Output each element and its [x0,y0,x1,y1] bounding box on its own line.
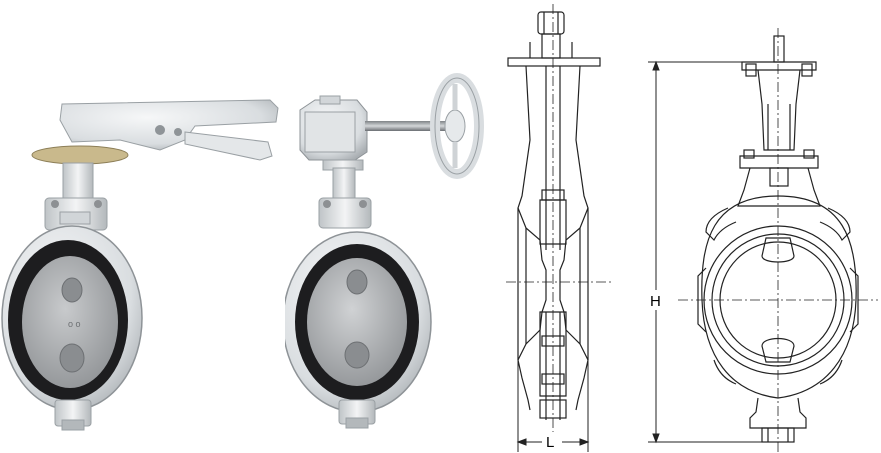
front-view-drawing: H [618,0,881,453]
lever-valve-photo: o o [0,0,285,453]
top-plate [31,145,129,165]
lever-handle [59,99,279,161]
valve-disc [22,256,118,388]
svg-text:o o: o o [68,319,81,329]
front-view-svg: H [648,28,878,452]
handwheel [430,73,484,179]
handwheel-shaft [365,121,450,131]
dimension-h [648,60,762,444]
gear-valve-photo [285,0,500,453]
valve-disc [307,258,407,386]
gearbox [299,95,368,161]
neck [62,162,94,204]
lever-valve-illustration: o o [1,99,279,431]
dimension-l [516,360,590,452]
neck [332,167,356,203]
dimension-h-label: H [650,293,661,310]
side-section-drawing: L [500,0,618,453]
side-section-svg: L [506,4,612,452]
dimension-l-label: L [546,434,554,451]
gear-valve-illustration [285,73,484,429]
